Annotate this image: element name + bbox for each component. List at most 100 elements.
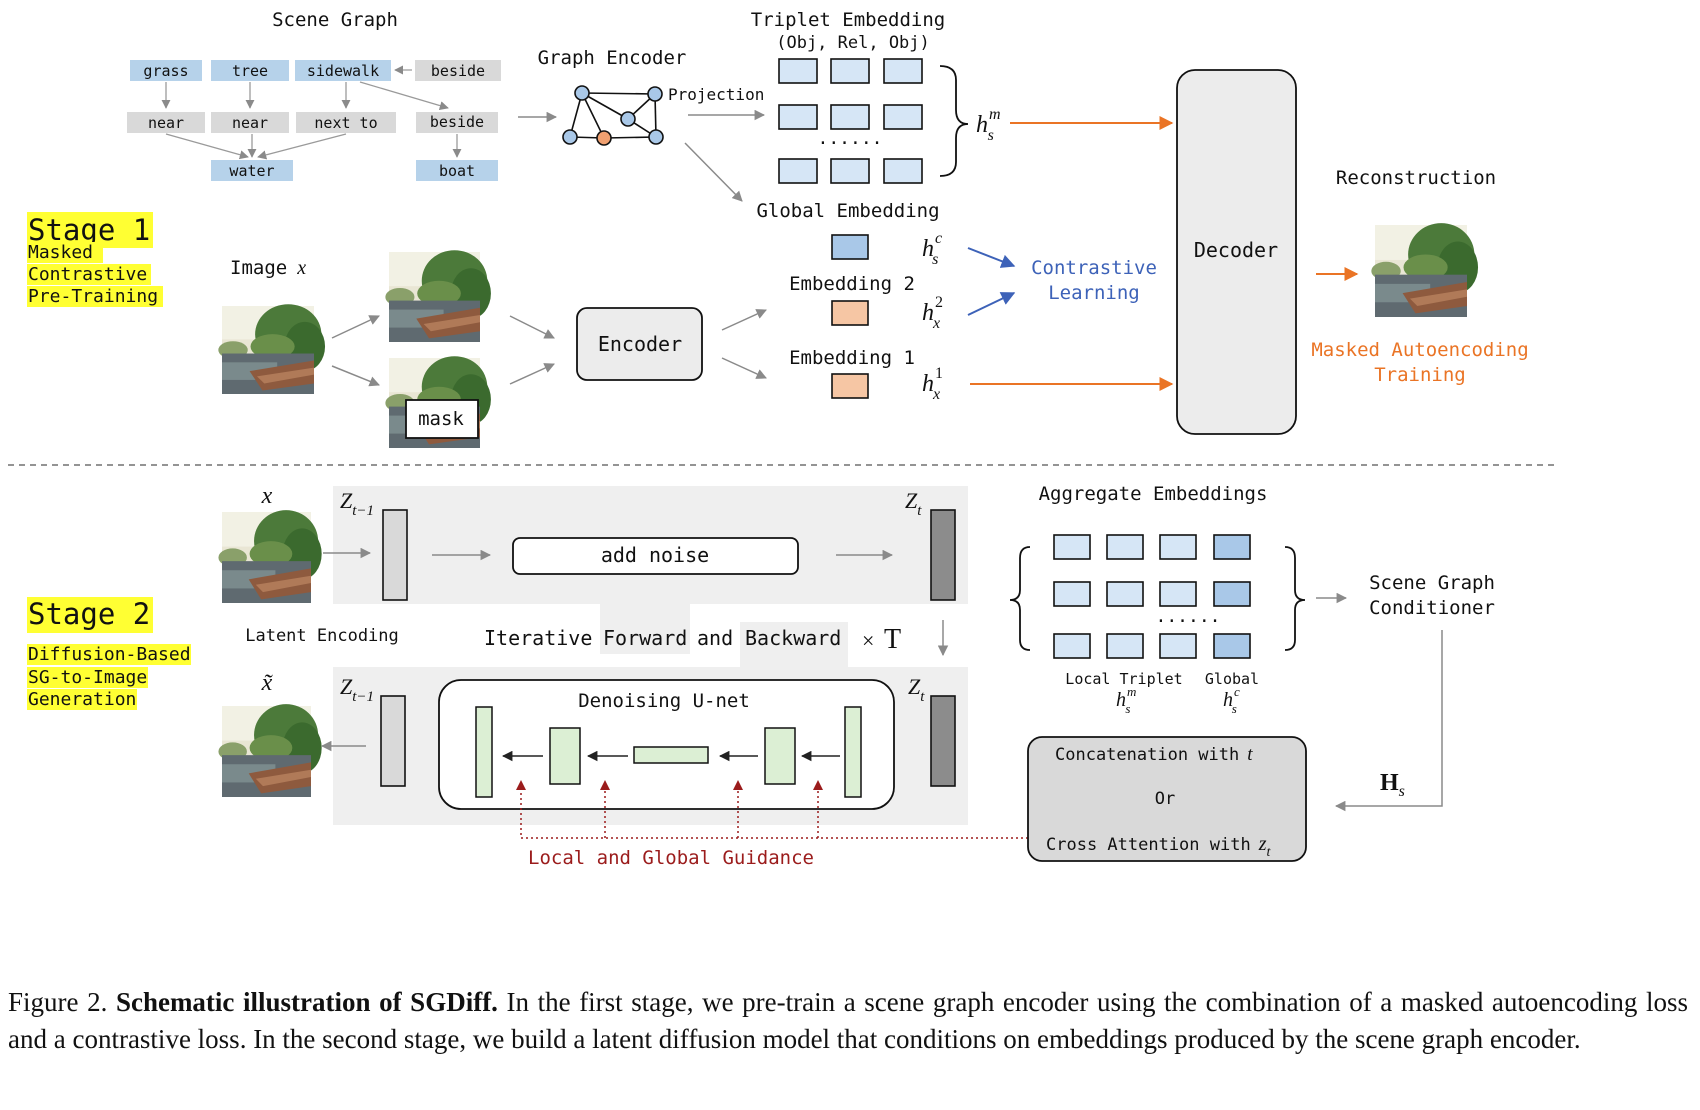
contrastive-label-1: Contrastive	[1031, 257, 1157, 279]
triplet-embedding-title: Triplet Embedding	[751, 9, 945, 31]
mask-label: mask	[418, 408, 464, 430]
aggregate-global-column	[1213, 534, 1251, 659]
embedding2-title: Embedding 2	[789, 273, 915, 295]
global-embedding-title: Global Embedding	[756, 200, 939, 222]
mae-label-1: Masked Autoencoding	[1311, 339, 1528, 361]
global-label: Global	[1205, 670, 1259, 688]
graph-encoder-title: Graph Encoder	[538, 47, 687, 69]
generated-image	[218, 704, 322, 797]
embedding1-title: Embedding 1	[789, 347, 915, 369]
z-prev-top-label: Zt−1	[340, 488, 374, 519]
encoder-to-emb1-arrow	[721, 357, 767, 379]
unet-title: Denoising U-net	[578, 690, 750, 712]
backward-label: Backward	[745, 626, 841, 650]
aggregate-local-grid	[1053, 534, 1197, 659]
add-noise-box	[512, 537, 799, 575]
stage2-title: Stage 2	[28, 597, 150, 631]
decoder-box	[1176, 69, 1297, 435]
T-label: T	[884, 624, 901, 655]
view2-to-encoder-arrow	[509, 363, 555, 385]
latent-encoding-label: Latent Encoding	[245, 626, 399, 646]
hx2-to-contrastive-arrow	[967, 292, 1016, 316]
global-projection-arrow	[684, 142, 743, 202]
graph-encoder-icon	[562, 85, 664, 146]
stage2-subtitle-3: Generation	[28, 689, 136, 710]
fusion-box	[1027, 736, 1307, 862]
contrastive-label-2: Learning	[1048, 282, 1140, 304]
encoder-box	[576, 307, 703, 381]
stage1-sub-hl-3	[27, 286, 163, 307]
caption-text: In the first stage, we pre-train a scene…	[8, 987, 1688, 1054]
and-label: and	[697, 626, 733, 650]
node-near-1-label: near	[148, 114, 184, 132]
mae-label-2: Training	[1374, 364, 1466, 386]
Hs-symbol: Hs	[1380, 770, 1405, 800]
triplet-brace	[939, 65, 969, 177]
embedding1-box	[831, 373, 869, 399]
stage2-highlight	[27, 597, 153, 633]
add-noise-label: add noise	[601, 543, 709, 567]
encoder-label: Encoder	[598, 332, 682, 356]
decoder-label: Decoder	[1194, 238, 1278, 262]
img-to-view1-arrow	[331, 315, 380, 339]
stage2-sub-hl-1	[27, 644, 191, 665]
augmented-view-image	[385, 250, 491, 342]
stage1-sub-hl-2	[27, 264, 151, 285]
stage2-x-label: x	[261, 483, 273, 509]
node-beside-top	[415, 60, 501, 81]
x-tilde-label: x̃	[261, 670, 274, 696]
conditioner-label-1: Scene Graph	[1369, 572, 1495, 594]
stage2-subtitle-2: SG-to-Image	[28, 667, 147, 688]
global-embedding-box	[831, 234, 869, 260]
triplet-embedding-subtitle: (Obj, Rel, Obj)	[776, 33, 930, 53]
stage2-sub-hl-2	[27, 667, 148, 688]
stage1-subtitle-3: Pre-Training	[28, 286, 158, 307]
conditioner-to-fusion-line	[1334, 630, 1443, 812]
latent-z-prev-top	[382, 509, 408, 601]
guidance-arrowheads	[516, 780, 823, 790]
node-grass-label: grass	[143, 62, 188, 80]
guidance-lines	[520, 788, 1028, 839]
node-tree	[211, 60, 289, 81]
aggregate-title: Aggregate Embeddings	[1039, 483, 1268, 505]
triplet-embedding-grid	[778, 58, 923, 184]
aggregate-brace-right	[1284, 546, 1306, 651]
node-beside-mid-label: beside	[430, 113, 484, 131]
caption-title: Schematic illustration of SGDiff.	[115, 987, 498, 1017]
or-label: Or	[1155, 789, 1175, 809]
z-prev-bottom-label: Zt−1	[340, 674, 374, 705]
scene-graph-title: Scene Graph	[272, 9, 398, 31]
node-sidewalk	[295, 60, 391, 81]
node-near-2	[211, 112, 289, 133]
stage2-input-image	[218, 510, 322, 603]
node-next-to	[296, 112, 396, 133]
node-near-1	[127, 112, 205, 133]
node-grass	[130, 60, 202, 81]
scene-graph-edges	[161, 65, 462, 160]
node-water-label: water	[229, 162, 274, 180]
node-beside-mid	[416, 112, 498, 133]
img-to-view2-arrow	[331, 365, 380, 387]
forward-label: Forward	[603, 626, 687, 650]
latent-z-prev-bottom	[380, 695, 406, 787]
mask-box	[405, 399, 479, 439]
input-image	[218, 304, 326, 394]
aggregate-brace-left	[1009, 546, 1031, 651]
z-t-bottom-label: Zt	[908, 674, 925, 705]
node-boat-label: boat	[439, 162, 475, 180]
reconstruction-label: Reconstruction	[1336, 167, 1496, 189]
guidance-label: Local and Global Guidance	[528, 847, 814, 869]
iterative-label: Iterative	[484, 626, 592, 650]
node-beside-top-label: beside	[431, 62, 485, 80]
local-triplet-label: Local Triplet	[1065, 670, 1182, 688]
aggregate-dots: ......	[1155, 606, 1220, 627]
